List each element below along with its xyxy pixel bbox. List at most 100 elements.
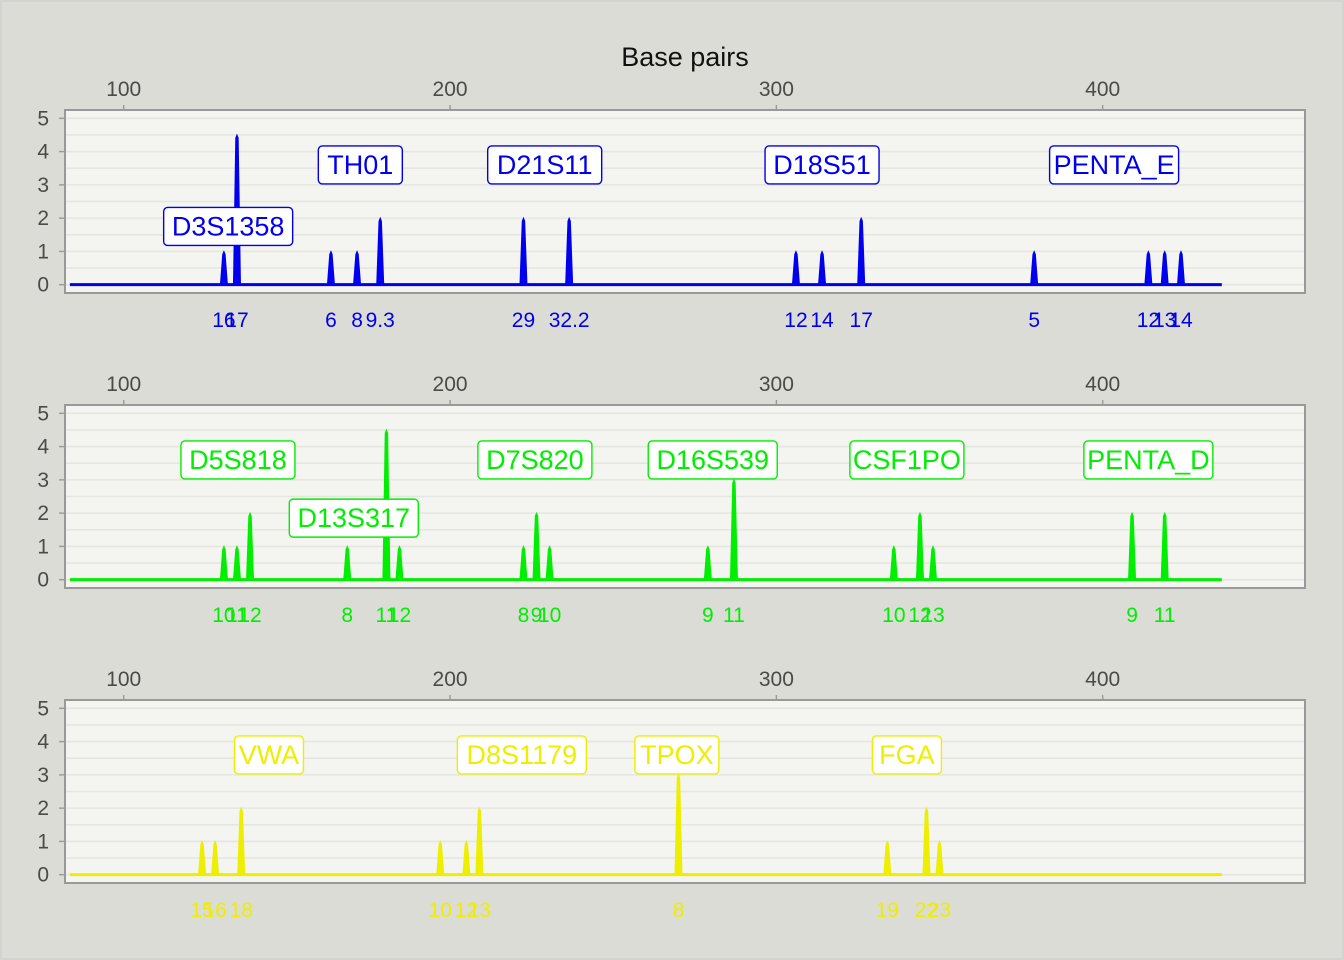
x-tick-label: 200 bbox=[433, 668, 468, 691]
peak bbox=[1128, 511, 1137, 581]
peak bbox=[532, 511, 541, 581]
allele-label: 23 bbox=[928, 899, 951, 922]
allele-label: 9 bbox=[1126, 604, 1138, 627]
allele-label: 17 bbox=[225, 309, 248, 332]
peak bbox=[791, 250, 800, 286]
x-tick-label: 300 bbox=[759, 78, 794, 101]
y-tick-label: 0 bbox=[37, 864, 49, 887]
x-tick-label: 400 bbox=[1085, 373, 1120, 396]
y-tick-label: 1 bbox=[37, 535, 49, 558]
allele-label: 10 bbox=[212, 604, 235, 627]
marker-label: TH01 bbox=[327, 150, 393, 180]
peak bbox=[211, 840, 220, 876]
peak bbox=[519, 545, 528, 581]
allele-label: 11 bbox=[723, 604, 745, 627]
peak bbox=[928, 545, 938, 581]
peak bbox=[883, 840, 892, 876]
peak bbox=[376, 216, 385, 286]
allele-label: 19 bbox=[876, 899, 899, 922]
allele-label: 16 bbox=[212, 309, 235, 332]
marker-box bbox=[456, 735, 588, 775]
marker-label: FGA bbox=[879, 740, 935, 770]
peak bbox=[565, 216, 574, 286]
y-tick-label: 3 bbox=[37, 764, 49, 787]
allele-label: 13 bbox=[1153, 309, 1176, 332]
peak bbox=[237, 806, 246, 876]
y-tick-label: 1 bbox=[37, 240, 49, 263]
marker-box bbox=[647, 440, 778, 480]
peak bbox=[232, 545, 242, 581]
marker-box bbox=[317, 145, 404, 185]
x-tick-label: 200 bbox=[433, 373, 468, 396]
peak bbox=[395, 545, 404, 581]
y-tick-label: 0 bbox=[37, 274, 49, 297]
allele-label: 10 bbox=[882, 604, 905, 627]
allele-label: 6 bbox=[325, 309, 337, 332]
marker-box bbox=[233, 735, 305, 775]
allele-label: 8 bbox=[673, 899, 685, 922]
x-tick-label: 400 bbox=[1085, 78, 1120, 101]
peak bbox=[475, 806, 484, 876]
y-tick-label: 4 bbox=[37, 436, 49, 459]
allele-label: 11 bbox=[376, 604, 398, 627]
peak bbox=[857, 216, 866, 286]
marker-label: VWA bbox=[239, 740, 300, 770]
y-tick-label: 4 bbox=[37, 731, 49, 754]
peak bbox=[519, 216, 528, 286]
peak bbox=[353, 250, 362, 286]
x-tick-label: 200 bbox=[433, 78, 468, 101]
allele-label: 12 bbox=[238, 604, 261, 627]
peak bbox=[343, 545, 352, 581]
y-tick-label: 5 bbox=[37, 697, 49, 720]
allele-label: 8 bbox=[341, 604, 353, 627]
y-tick-label: 2 bbox=[37, 797, 49, 820]
peak bbox=[382, 538, 391, 581]
peak bbox=[1144, 250, 1153, 286]
y-tick-label: 0 bbox=[37, 569, 49, 592]
x-tick-label: 300 bbox=[759, 373, 794, 396]
marker-box bbox=[162, 206, 294, 247]
peak bbox=[232, 250, 242, 286]
marker-box bbox=[477, 440, 593, 480]
x-tick-label: 400 bbox=[1085, 668, 1120, 691]
y-tick-label: 2 bbox=[37, 207, 49, 230]
peak bbox=[1160, 250, 1169, 286]
marker-label: D16S539 bbox=[656, 445, 769, 475]
allele-label: 16 bbox=[203, 899, 226, 922]
peak bbox=[818, 250, 827, 286]
peak bbox=[922, 806, 931, 876]
allele-label: 10 bbox=[538, 604, 561, 627]
peak bbox=[674, 773, 683, 876]
peak bbox=[219, 250, 228, 286]
peak bbox=[198, 840, 207, 876]
marker-box bbox=[1048, 145, 1180, 185]
chart-title: Base pairs bbox=[621, 42, 749, 72]
marker-box bbox=[764, 145, 880, 185]
y-tick-label: 1 bbox=[37, 830, 49, 853]
marker-box bbox=[849, 440, 965, 480]
allele-label: 12 bbox=[455, 899, 478, 922]
peak bbox=[326, 250, 335, 286]
marker-label: D21S11 bbox=[497, 150, 593, 180]
peak bbox=[1030, 250, 1039, 286]
marker-label: D8S1179 bbox=[467, 740, 578, 770]
allele-label: 8 bbox=[518, 604, 530, 627]
allele-label: 29 bbox=[512, 309, 535, 332]
marker-box bbox=[486, 145, 603, 185]
marker-label: TPOX bbox=[640, 740, 714, 770]
marker-label: D5S818 bbox=[189, 445, 287, 475]
allele-label: 17 bbox=[850, 309, 873, 332]
peak bbox=[1176, 250, 1186, 286]
marker-box bbox=[1083, 440, 1214, 480]
peak bbox=[935, 840, 944, 876]
peak bbox=[462, 840, 471, 876]
x-tick-label: 100 bbox=[106, 78, 141, 101]
y-tick-label: 5 bbox=[37, 402, 49, 425]
allele-label: 14 bbox=[810, 309, 834, 332]
marker-label: PENTA_D bbox=[1087, 445, 1210, 475]
y-tick-label: 3 bbox=[37, 174, 49, 197]
